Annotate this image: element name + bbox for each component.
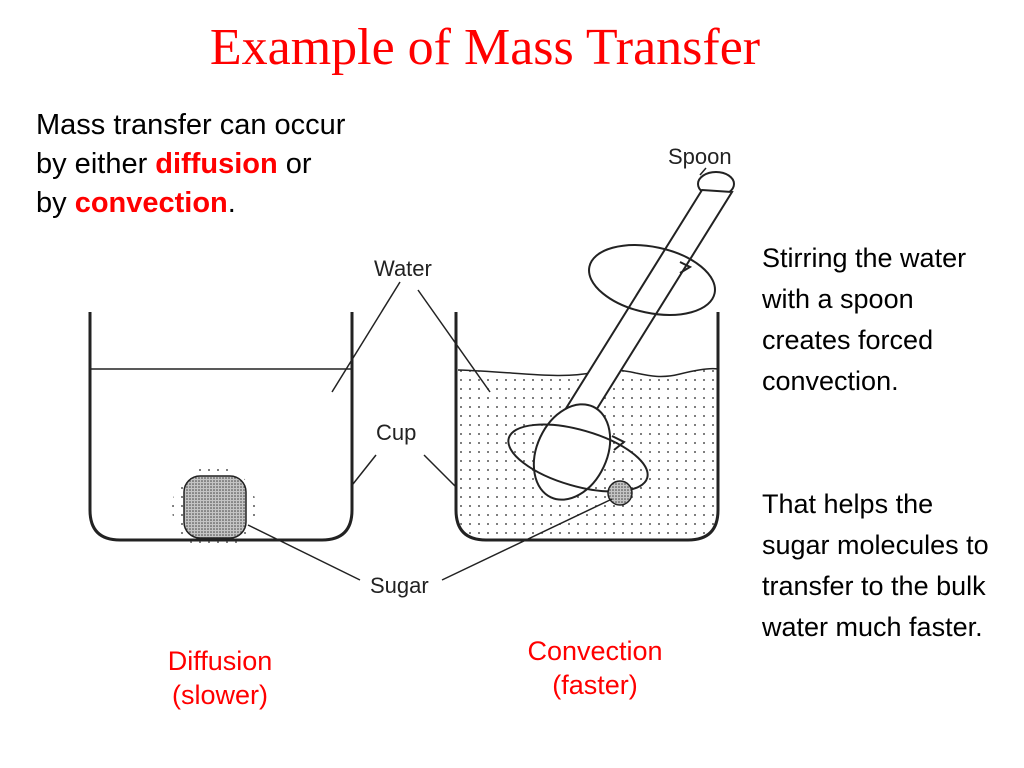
caption-diffusion: Diffusion (slower) [130, 644, 310, 712]
convection-highlight: convection [74, 187, 228, 219]
intro-line-3-post: . [227, 187, 236, 219]
intro-line-2: by either diffusion or [36, 145, 476, 184]
lower-orbit-arrow-icon [611, 435, 626, 451]
intro-text: Mass transfer can occur by either diffus… [36, 106, 476, 223]
side-text-stirring: Stirring the water with a spoon creates … [762, 243, 967, 396]
sugar-cube [183, 475, 247, 539]
intro-line-2-pre: by either [36, 148, 156, 180]
right-water-surface [457, 367, 719, 378]
sugar-label: Sugar [370, 573, 429, 598]
caption-diffusion-line-2: (slower) [171, 680, 268, 710]
side-text-transfer: That helps the sugar molecules to transf… [762, 489, 989, 642]
spoon [532, 171, 735, 501]
intro-line-1: Mass transfer can occur [36, 109, 346, 141]
caption-convection-line-2: (faster) [552, 670, 638, 700]
cup-label: Cup [376, 420, 416, 445]
left-cup [88, 312, 354, 550]
sugar-particle [607, 480, 633, 506]
water-label: Water [374, 256, 432, 281]
spoon-label: Spoon [668, 144, 732, 169]
diffusion-highlight: diffusion [155, 148, 278, 180]
caption-convection-line-1: Convection [527, 636, 663, 666]
intro-line-3-pre: by [36, 187, 75, 219]
caption-diffusion-line-1: Diffusion [167, 646, 273, 676]
lower-stir-orbit [507, 423, 649, 493]
intro-line-3: by convection. [36, 184, 476, 223]
leader-lines [247, 167, 707, 581]
intro-line-2-post: or [277, 148, 312, 180]
upper-orbit-arrow-icon [679, 261, 693, 274]
upper-stir-orbit [588, 244, 716, 316]
slide-title: Example of Mass Transfer [209, 19, 761, 76]
spoon-bowl [532, 403, 612, 501]
caption-convection: Convection (faster) [500, 634, 690, 702]
stir-orbits [507, 244, 716, 493]
